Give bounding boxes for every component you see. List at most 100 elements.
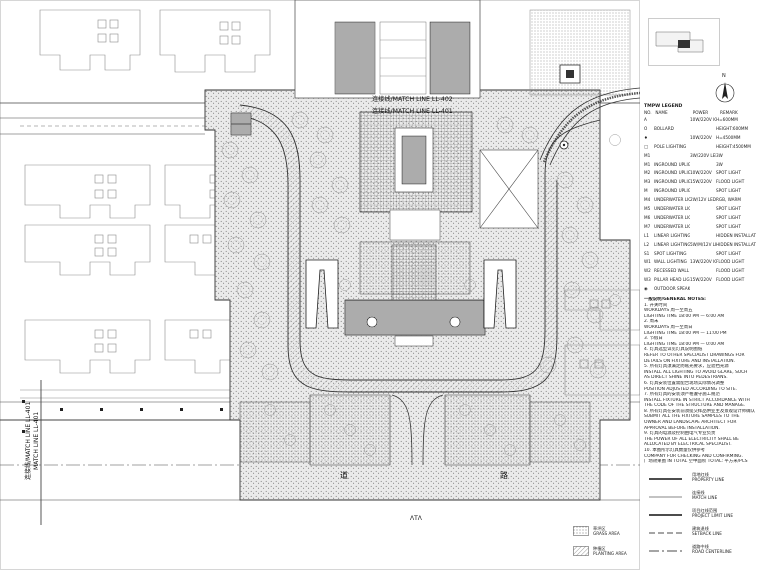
note-line: APPROVAL BEFORE INSTALLATION.: [644, 425, 720, 431]
line-legend-cn: 项目红线范围: [692, 508, 718, 513]
legend-cell-remark: FLOOD LIGHT: [716, 277, 745, 283]
note-line: 3. 节假日: [644, 336, 663, 342]
legend-cell-no: W1: [644, 259, 651, 265]
north-label: N: [722, 73, 726, 79]
entrance-pylons: [305, 259, 517, 329]
legend-cell-remark: FLOOD LIGHT: [716, 179, 745, 185]
bottom-road-label: ΛΤΛ: [410, 515, 423, 522]
legend-cell-remark: SPOT LIGHT: [716, 170, 741, 176]
legend-cell-no: ♦: [644, 134, 648, 140]
north-arrow-icon: [715, 82, 735, 103]
legend-cell-name: RECESSED WALL UNDERGROUND: [654, 268, 690, 274]
legend-cell-remark: SPOT LIGHT: [716, 250, 741, 256]
legend-cell-power: 3W/220V LED: [690, 152, 716, 158]
legend-cell-no: M5: [644, 206, 651, 211]
legend-cell-name: POLE LIGHTING: [654, 143, 687, 149]
legend-cell-no: M3: [644, 179, 651, 185]
note-line: COMPANY FOR CHECKING AND CONFIRMING.: [644, 453, 743, 459]
line-legend-en: SETBACK LINE: [692, 531, 722, 536]
line-legend-cn: 道路中线: [692, 544, 709, 549]
legend-cell-remark: SPOT LIGHT: [716, 206, 741, 211]
legend-cell-remark: HIDDEN INSTALLATION: [716, 232, 756, 238]
note-line: 6. 灯具安装位置需配合现场实际情况调整: [644, 380, 725, 386]
legend-cell-name: WALL LIGHTING: [654, 259, 687, 265]
line-sample-icon: [649, 532, 682, 534]
legend-cell-power: 15W/220V: [690, 277, 712, 283]
legend-cell-remark: HIDDEN INSTALLATION: [716, 241, 756, 247]
legend-cell-name: UNDERWATER LIGHTING: [654, 206, 690, 211]
legend-cell-power: 15W/220V: [690, 179, 712, 185]
entry-driveways: [239, 394, 591, 466]
legend-cell-name: UNDERWATER LIGHTING: [654, 214, 690, 220]
note-line: 广场效果图 IN TOTAL 空中面积 TOTAL: 平方米/PCS: [644, 459, 748, 465]
line-legend-cn: 建筑退线: [692, 526, 709, 531]
utility-box: [230, 112, 569, 150]
legend-cell-no: L2: [644, 241, 649, 247]
note-line: LIGHTING TIME 18:00 PM — 6:00 AM: [644, 313, 725, 319]
legend-header: NO. NAME POWER REMARK: [644, 110, 738, 115]
match-line-label-ll402: 连接线/MATCH LINE LL-402: [372, 95, 453, 103]
road-label-cn-2: 路: [500, 470, 508, 480]
line-legend-cn: 连接线: [692, 490, 705, 495]
line-legend-cn: 用地红线: [692, 472, 709, 477]
legend-cell-remark: SPOT LIGHT: [716, 223, 741, 229]
line-sample-icon: [649, 478, 682, 480]
note-line: LIGHTING TIME 18:00 PM — 11:00 PM: [644, 330, 727, 336]
line-legend-en: MATCH LINE: [692, 495, 718, 500]
legend-cell-power: 10W/220V: [690, 170, 712, 176]
notes-title: 一般说明/GENERAL NOTES:: [644, 297, 706, 302]
note-line: WORKDAYS 周一至周五: [644, 308, 693, 314]
note-line: 10. 本图所示灯具数量仅供参考: [644, 448, 706, 454]
legend-row: ◉OUTDOOR SPEAKER: [644, 286, 756, 291]
legend-cell-name: LINEAR LIGHTING: [654, 241, 690, 247]
note-line: OWNER AND LANDSCAPE ARCHITECT FOR: [644, 420, 737, 426]
legend-cell-no: M2: [644, 170, 651, 176]
legend-cell-name: LINEAR LIGHTING: [654, 232, 690, 238]
note-line: ALLOCATED BY ELECTRICAL SPECIALIST.: [644, 442, 732, 448]
legend-cell-no: M1: [644, 152, 651, 158]
legend-cell-name: INGROUND UPLIGHTING: [654, 179, 690, 185]
legend-title: TMPW LEGEND: [644, 104, 683, 109]
site-lighting-plan: 连接线/MATCH LINE LL-402 连接线/MATCH LINE LL-…: [0, 0, 640, 570]
line-sample-icon: [649, 514, 682, 516]
note-line: 1. 开关时间: [644, 302, 668, 308]
match-line-label-ll401-left-a: MATCH LINE LL-401: [33, 412, 40, 470]
legend-cell-no: S1: [644, 250, 650, 256]
match-line-label-ll401-left-b: 连接线/MATCH LINE LL-401: [24, 402, 32, 480]
legend-cell-no: M7: [644, 223, 651, 229]
line-legend-en: ROAD CENTERLINE: [692, 549, 732, 554]
residential-blocks-right: [564, 289, 640, 396]
line-sample-icon: [649, 550, 682, 552]
legend-cell-remark: FLOOD LIGHT: [716, 259, 745, 265]
legend-cell-name: PILLAR HEAD LIGHT: [654, 277, 690, 283]
note-line: 8. 所有灯具在安装前须提交样品供业主及景观设计师确认: [644, 408, 755, 414]
legend-cell-name: BOLLARD: [654, 125, 674, 131]
note-line: AS DIRECT SHINE INTO PEDESTRIANS.: [644, 375, 728, 381]
note-line: POSITION ADJUSTED ACCORDING TO SITE.: [644, 386, 738, 392]
legend-cell-no: A: [644, 117, 647, 122]
north-building: [294, 0, 481, 99]
note-line: REFER TO OTHER SPECIALIST DRAWINGS FOR: [644, 352, 745, 358]
legend-cell-name: UNDERWATER LIGHTING: [654, 197, 690, 203]
note-line: 5. 所有灯具须满足防眩光要求，应遮挡光源: [644, 364, 729, 370]
